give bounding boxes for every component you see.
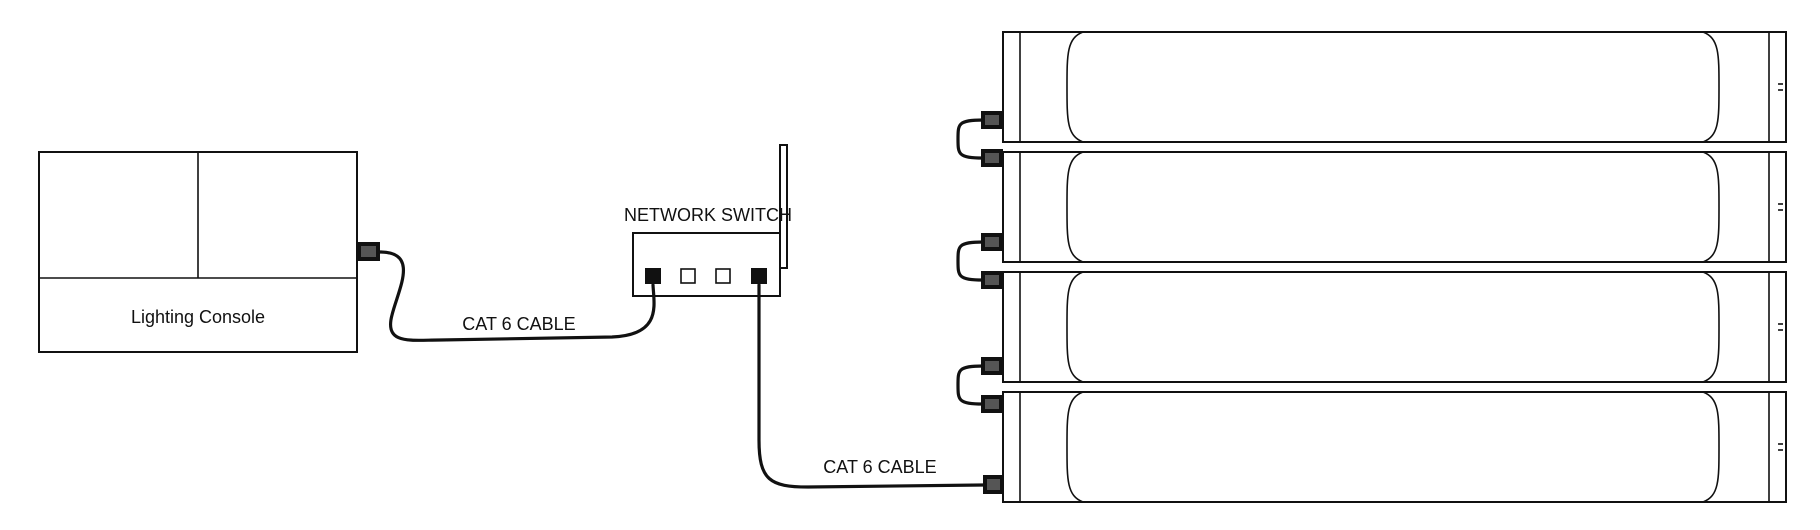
fixture-1 [1002,31,1787,143]
jumper-connector [981,111,1003,129]
fixture-2 [1002,151,1787,263]
jumper-cable-3 [956,357,1003,413]
network-switch: NETWORK SWITCH [624,144,792,297]
fixture-input-connector [983,475,1004,494]
switch-port-3 [715,268,731,284]
switch-port-1 [645,268,661,284]
jumper-wire [956,118,985,160]
cable-console-to-switch: CAT 6 CABLE [378,250,656,342]
jumper-wire [956,240,985,282]
jumper-connector [981,149,1003,167]
fixture-3 [1002,271,1787,383]
fixture-lens [1066,271,1720,383]
lighting-console: Lighting Console [38,151,380,353]
fixture-lens [1066,151,1720,263]
fixture-housing [1002,151,1787,263]
jumper-connector [981,395,1003,413]
fixture-4 [1002,391,1787,503]
jumper-connector [981,357,1003,375]
cable-switch-to-fixture: CAT 6 CABLE [757,283,985,489]
switch-antenna [779,144,788,269]
console-label: Lighting Console [131,307,265,327]
jumper-cable-1 [956,111,1003,167]
fixture-housing [1002,31,1787,143]
jumper-connector [981,233,1003,251]
cable-1-label: CAT 6 CABLE [462,314,575,334]
fixture-lens [1066,391,1720,503]
cable-2-label: CAT 6 CABLE [823,457,936,477]
switch-body [632,232,781,297]
switch-label: NETWORK SWITCH [624,205,792,225]
daisy-chain-jumpers [956,111,1003,413]
switch-port-2 [680,268,696,284]
jumper-connector [981,271,1003,289]
console-ethernet-port [357,242,380,261]
fixture-stack [1002,31,1787,503]
fixture-lens [1066,31,1720,143]
fixture-housing [1002,391,1787,503]
switch-port-4 [751,268,767,284]
fixture-housing [1002,271,1787,383]
jumper-wire [956,364,985,406]
jumper-cable-2 [956,233,1003,289]
